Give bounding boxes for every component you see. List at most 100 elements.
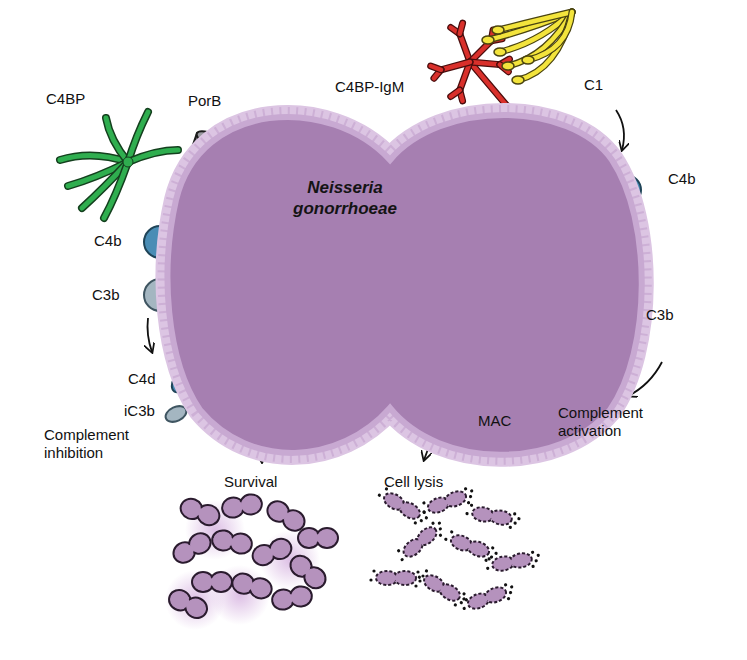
- cell-outline: [210, 572, 232, 592]
- leaked-content: [517, 517, 521, 521]
- leaked-content: [422, 510, 426, 514]
- cell-fill: [252, 544, 276, 566]
- surviving-bacterium: [271, 585, 314, 612]
- cell-outline: [192, 572, 214, 592]
- cell-fill: [491, 510, 512, 524]
- igm-arm: [451, 90, 460, 96]
- leaked-content: [450, 530, 454, 534]
- cell-fill: [197, 504, 221, 526]
- cell-outline: [211, 529, 236, 553]
- leaked-content: [510, 585, 514, 589]
- lysed-bacterium: [394, 517, 448, 566]
- igm-arm-outline: [451, 27, 460, 33]
- cell-outline: [288, 585, 313, 609]
- cell-fill: [232, 573, 255, 594]
- cell-outline: [250, 542, 278, 568]
- leaked-content: [470, 489, 474, 493]
- c1-head: [522, 56, 534, 64]
- cell-fill: [290, 586, 312, 606]
- cell-outline: [449, 533, 474, 554]
- igm-arm-outline: [470, 62, 500, 65]
- c1-stalk-outline: [528, 12, 572, 60]
- c4bp-arm: [104, 162, 128, 218]
- cell-fill: [383, 492, 405, 511]
- leaked-content: [470, 503, 474, 507]
- cell-fill: [468, 541, 490, 558]
- igm-arm-outline: [491, 30, 493, 41]
- process-label: Complement inhibition: [44, 426, 164, 462]
- cell-fill: [318, 530, 337, 547]
- cell-fill: [230, 534, 252, 554]
- cell-outline: [300, 563, 330, 592]
- leaked-content: [465, 512, 469, 516]
- igm-arm: [500, 65, 508, 72]
- leaked-content: [444, 537, 448, 541]
- cell-fill: [428, 497, 450, 514]
- leaked-content: [396, 549, 401, 554]
- molecule-label: C4BP-IgM: [335, 78, 404, 96]
- leaked-content: [438, 527, 443, 532]
- igm-arm: [434, 70, 441, 78]
- cell-outline: [264, 497, 293, 525]
- c1-stalk: [508, 12, 572, 66]
- igm-arm-outline: [460, 23, 463, 34]
- c4bp-arm: [106, 118, 128, 162]
- cell-fill: [439, 583, 461, 602]
- cell-fill: [168, 588, 192, 611]
- cell-fill: [451, 535, 473, 552]
- leaked-content: [506, 597, 510, 601]
- leaked-content: [531, 565, 535, 569]
- surviving-bacterium: [166, 586, 211, 621]
- igm-arm: [491, 30, 493, 41]
- surviving-bacterium: [170, 529, 215, 566]
- c4bp-core: [123, 157, 133, 167]
- cell-fill: [416, 526, 438, 547]
- cell-outline: [489, 509, 513, 527]
- c4bp-arm-outline: [60, 155, 128, 162]
- cell-outline: [426, 495, 451, 516]
- leaked-content: [400, 557, 405, 562]
- cell-fill: [378, 573, 397, 584]
- c1-stalk: [500, 12, 572, 52]
- survival-glow: [165, 570, 225, 630]
- cell-outline: [394, 571, 416, 585]
- lysed-bacterium: [484, 549, 542, 577]
- c1-stalk-outline: [488, 12, 572, 40]
- c4bp-arm-outline: [128, 112, 148, 162]
- cell-outline: [376, 571, 398, 585]
- leaked-content: [459, 600, 463, 604]
- molecule-label: C4d: [128, 370, 156, 388]
- c4bp-arm: [60, 155, 128, 162]
- leaked-content: [464, 598, 468, 602]
- cell-outline: [195, 502, 223, 528]
- igm-arm-outline: [460, 34, 470, 62]
- leaked-content: [508, 525, 512, 529]
- cell-fill: [402, 537, 424, 558]
- igm-arm: [460, 62, 470, 90]
- leaked-content: [462, 592, 466, 596]
- c1-complex: [482, 12, 572, 84]
- leaked-content: [491, 546, 495, 550]
- surviving-bacterium: [298, 528, 338, 548]
- c1-head: [512, 76, 524, 84]
- cell-outline: [178, 496, 206, 522]
- igm-arm: [431, 66, 441, 70]
- inner-membrane: [168, 115, 642, 455]
- igm-arm-outline: [434, 70, 441, 78]
- igm-arm: [451, 27, 460, 33]
- cell-fill: [473, 507, 494, 521]
- cell-outline: [400, 535, 426, 560]
- leaked-content: [462, 606, 466, 610]
- cell-outline: [247, 576, 273, 601]
- surviving-bacterium: [178, 496, 222, 528]
- leaked-content: [437, 521, 442, 526]
- c1-stalk: [488, 12, 572, 40]
- leaked-content: [489, 555, 493, 559]
- leaked-content: [513, 512, 517, 516]
- cell-outline: [471, 506, 495, 524]
- c1-stalk-outline: [518, 12, 572, 80]
- c1-stalk: [498, 12, 572, 30]
- leaked-content: [438, 533, 443, 538]
- c4bp-arm-outline: [68, 162, 128, 186]
